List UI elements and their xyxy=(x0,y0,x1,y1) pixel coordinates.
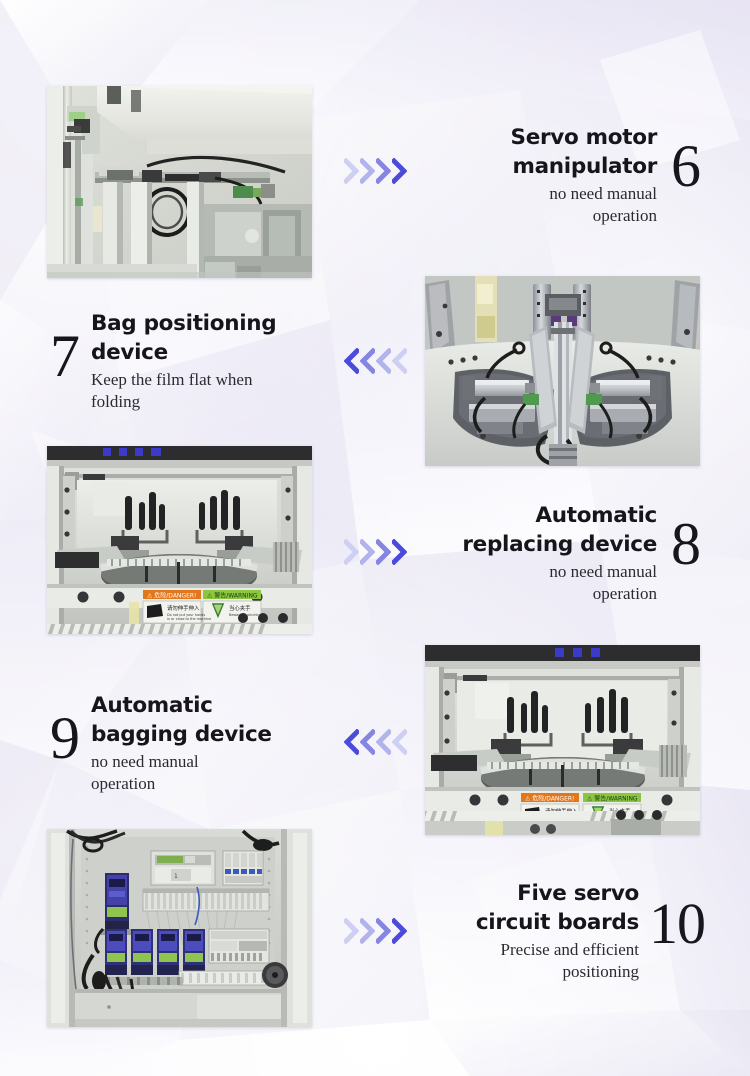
feature-text-9: 9 Automatic bagging device no need manua… xyxy=(50,692,350,795)
feature-number: 9 xyxy=(50,705,80,771)
chevron-left-icon xyxy=(376,729,391,755)
chevron-left-icon xyxy=(392,348,407,374)
bag-positioning-device-photo: ⚠ 危险/DANGER! ⚠ 警告/WARNING 请勿伸手伸入 Do not … xyxy=(47,446,312,634)
feature-title-line: Bag positioning xyxy=(91,311,277,336)
feature-subtitle-line: no need manual xyxy=(549,562,657,582)
chevron-left-icon xyxy=(344,348,359,374)
arrow-group-right-10 xyxy=(344,918,408,944)
chevron-right-icon xyxy=(344,158,359,184)
feature-subtitle-line: operation xyxy=(91,773,156,793)
chevron-right-icon xyxy=(344,539,359,565)
chevron-right-icon xyxy=(392,918,407,944)
svg-text:in or close to the machine: in or close to the machine xyxy=(167,617,211,621)
arrow-group-left-9 xyxy=(344,729,408,755)
chevron-right-icon xyxy=(376,539,391,565)
feature-text-6: Servo motor manipulator no need manual o… xyxy=(430,124,701,227)
arrow-group-right-6 xyxy=(344,158,408,184)
feature-subtitle-line: no need manual xyxy=(549,184,657,204)
feature-text-8: Automatic replacing device no need manua… xyxy=(418,502,701,605)
svg-text:请勿伸手伸入: 请勿伸手伸入 xyxy=(167,604,200,612)
feature-title-line: Automatic xyxy=(535,503,657,528)
servo-motor-manipulator-overhead-rail-photo xyxy=(47,86,312,278)
chevron-left-icon xyxy=(344,729,359,755)
feature-subtitle-line: positioning xyxy=(562,961,639,981)
feature-subtitle-line: operation xyxy=(592,583,657,603)
arrow-group-right-8 xyxy=(344,539,408,565)
automatic-replacing-device-photo: ⚠ 危险/DANGER! ⚠ 警告/WARNING 请勿伸手伸入 Do not … xyxy=(425,645,700,835)
feature-title-line: manipulator xyxy=(512,153,657,179)
svg-text:当心夹手: 当心夹手 xyxy=(229,604,251,612)
chevron-right-icon xyxy=(360,158,375,184)
chevron-left-icon xyxy=(392,729,407,755)
svg-text:⚠ 警告/WARNING: ⚠ 警告/WARNING xyxy=(587,794,638,802)
feature-number: 6 xyxy=(671,133,701,199)
chevron-left-icon xyxy=(360,348,375,374)
feature-text-10: Five servo circuit boards Precise and ef… xyxy=(420,880,706,983)
feature-subtitle-line: operation xyxy=(592,205,657,225)
servo-gripper-assembly-photo xyxy=(425,276,700,466)
feature-subtitle-line: Precise and efficient xyxy=(500,940,639,960)
chevron-right-icon xyxy=(376,918,391,944)
feature-subtitle-line: Keep the film flat when xyxy=(91,370,253,390)
chevron-left-icon xyxy=(376,348,391,374)
warning-label-text: ⚠ 警告/WARNING xyxy=(207,591,258,599)
feature-number: 7 xyxy=(50,323,80,389)
chevron-right-icon xyxy=(392,158,407,184)
feature-title-line: bagging device xyxy=(91,721,272,747)
feature-number: 8 xyxy=(671,511,701,577)
chevron-left-icon xyxy=(360,729,375,755)
svg-text:1: 1 xyxy=(174,873,178,880)
svg-text:Do not put your hands: Do not put your hands xyxy=(167,613,205,617)
feature-text-7: 7 Bag positioning device Keep the film f… xyxy=(50,310,350,413)
electrical-control-cabinet-photo: 1 xyxy=(47,829,312,1027)
danger-label-text: ⚠ 危险/DANGER! xyxy=(147,591,196,599)
feature-title-line: Automatic xyxy=(91,693,213,718)
feature-subtitle-line: no need manual xyxy=(91,752,199,772)
feature-title-line: Five servo xyxy=(517,881,639,906)
feature-number: 10 xyxy=(649,891,706,956)
chevron-right-icon xyxy=(360,918,375,944)
svg-text:⚠ 危险/DANGER!: ⚠ 危险/DANGER! xyxy=(525,794,574,802)
feature-title-line: circuit boards xyxy=(475,909,639,935)
chevron-right-icon xyxy=(392,539,407,565)
feature-title-line: device xyxy=(91,339,168,365)
feature-title-line: Servo motor xyxy=(510,125,658,150)
chevron-right-icon xyxy=(376,158,391,184)
feature-title-line: replacing device xyxy=(462,531,657,557)
chevron-right-icon xyxy=(360,539,375,565)
arrow-group-left-7 xyxy=(344,348,408,374)
chevron-right-icon xyxy=(344,918,359,944)
feature-subtitle-line: folding xyxy=(91,391,141,411)
